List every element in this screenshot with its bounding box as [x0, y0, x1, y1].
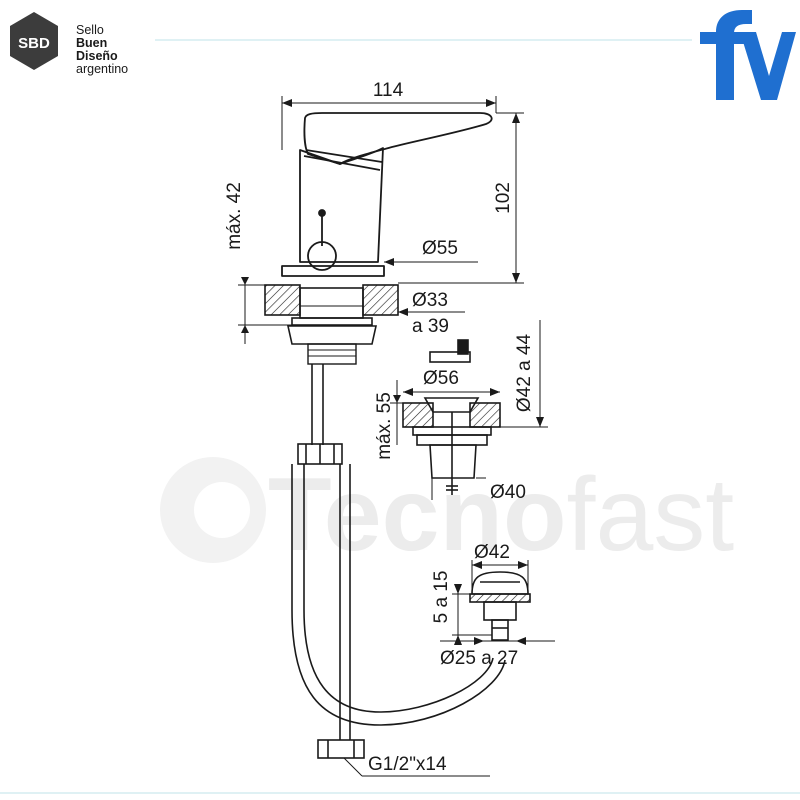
counter-section: [264, 284, 399, 365]
overflow-ring: [469, 593, 531, 603]
arrow-max42-bottom: [241, 325, 249, 333]
sbd-line-1: Sello: [76, 23, 104, 37]
arrow-55: [384, 258, 394, 266]
popup-rod-knob: [307, 241, 337, 271]
hose-loop-outer: [291, 464, 506, 726]
basin-right: [469, 402, 501, 428]
arrow-25-27-left: [474, 637, 484, 645]
dim-40-label: Ø40: [490, 482, 526, 503]
mounting-nut: [287, 325, 377, 345]
dim-max42-label: máx. 42: [224, 182, 245, 250]
arrow-42-44: [536, 417, 544, 427]
watermark: Tecnofast: [160, 457, 734, 573]
thread-stub: [307, 343, 357, 365]
faucet-lever: [303, 112, 493, 165]
overflow-assembly: [469, 571, 531, 641]
arrow-5-15-top: [454, 584, 462, 594]
overflow-nut: [491, 619, 509, 641]
dim-39-label: a 39: [412, 316, 449, 337]
dim-o42-label: Ø42: [474, 542, 510, 563]
drain-plug-tab: [457, 339, 469, 355]
counter-right: [362, 284, 399, 316]
arrow-5-15-bot: [454, 635, 462, 645]
mounting-shank: [299, 287, 364, 319]
sbd-line-4: argentino: [76, 62, 128, 76]
arrow-33: [398, 308, 408, 316]
svg-text:Tecnofast: Tecnofast: [268, 457, 734, 573]
drain-dimensions: [390, 320, 548, 500]
hose-end-connector: [317, 739, 365, 759]
overflow-arrowheads: [454, 561, 528, 645]
arrow-o42-left: [472, 561, 482, 569]
arrow-25-27-right: [516, 637, 526, 645]
hose-loop-inner: [303, 464, 494, 713]
dim-114-label: 114: [373, 80, 404, 101]
leader-g12: [343, 757, 363, 777]
hose-outer: [311, 364, 324, 445]
watermark-light: fast: [567, 457, 735, 573]
arrow-max55-top: [393, 395, 401, 403]
drain-plug-knob: [429, 351, 471, 363]
dim-102-label: 102: [493, 182, 514, 214]
overflow-cap: [471, 571, 529, 595]
popup-rod-top: [318, 209, 326, 217]
dim-55-label: Ø55: [422, 238, 458, 259]
sbd-hexagon: [10, 12, 58, 70]
arrow-56-right: [490, 388, 500, 396]
arrow-o42-right: [518, 561, 528, 569]
drain-assembly: [402, 339, 501, 495]
arrow-114-right: [486, 99, 496, 107]
arrow-102-bottom: [512, 273, 520, 283]
faucet-body: [281, 112, 493, 277]
sbd-line-2: Buen: [76, 36, 107, 50]
drain-body: [429, 444, 477, 479]
faucet-base: [281, 265, 385, 277]
counter-left: [264, 284, 301, 316]
arrow-114-left: [282, 99, 292, 107]
dim-56-label: Ø56: [423, 368, 459, 389]
arrow-max42-top: [241, 277, 249, 285]
arrow-102-top: [512, 113, 520, 123]
flexible-hose: [291, 364, 506, 759]
arrow-56-left: [403, 388, 413, 396]
dim-g12-label: G1/2"x14: [368, 754, 447, 775]
drain-arrowheads: [393, 388, 544, 427]
sbd-line-3: Diseño: [76, 49, 118, 63]
hose-connection-leader: [343, 757, 490, 777]
basin-left: [402, 402, 434, 428]
mounting-washer: [291, 317, 373, 326]
dim-max55-label: máx. 55: [374, 392, 395, 460]
watermark-circle-inner: [194, 482, 250, 538]
sbd-logo: SBD Sello Buen Diseño argentino: [10, 12, 128, 76]
collar-line-2: [305, 149, 383, 163]
fv-logo-mark: [700, 10, 796, 100]
dim-25-27-label: Ø25 a 27: [440, 648, 518, 669]
hose-vertical-right: [339, 464, 351, 740]
dim-42-44-label: Ø42 a 44: [514, 333, 535, 412]
drain-flange: [423, 397, 480, 413]
overflow-stem: [483, 601, 517, 621]
dim-5-15-label: 5 a 15: [431, 571, 452, 624]
fv-logo: [700, 10, 796, 100]
sbd-badge-text: SBD: [18, 35, 50, 52]
dim-33-label: Ø33: [412, 290, 448, 311]
arrowheads: [241, 99, 520, 333]
main-dimensions: [238, 96, 524, 344]
watermark-bold: Tecno: [268, 457, 567, 573]
collar-line: [303, 155, 381, 171]
